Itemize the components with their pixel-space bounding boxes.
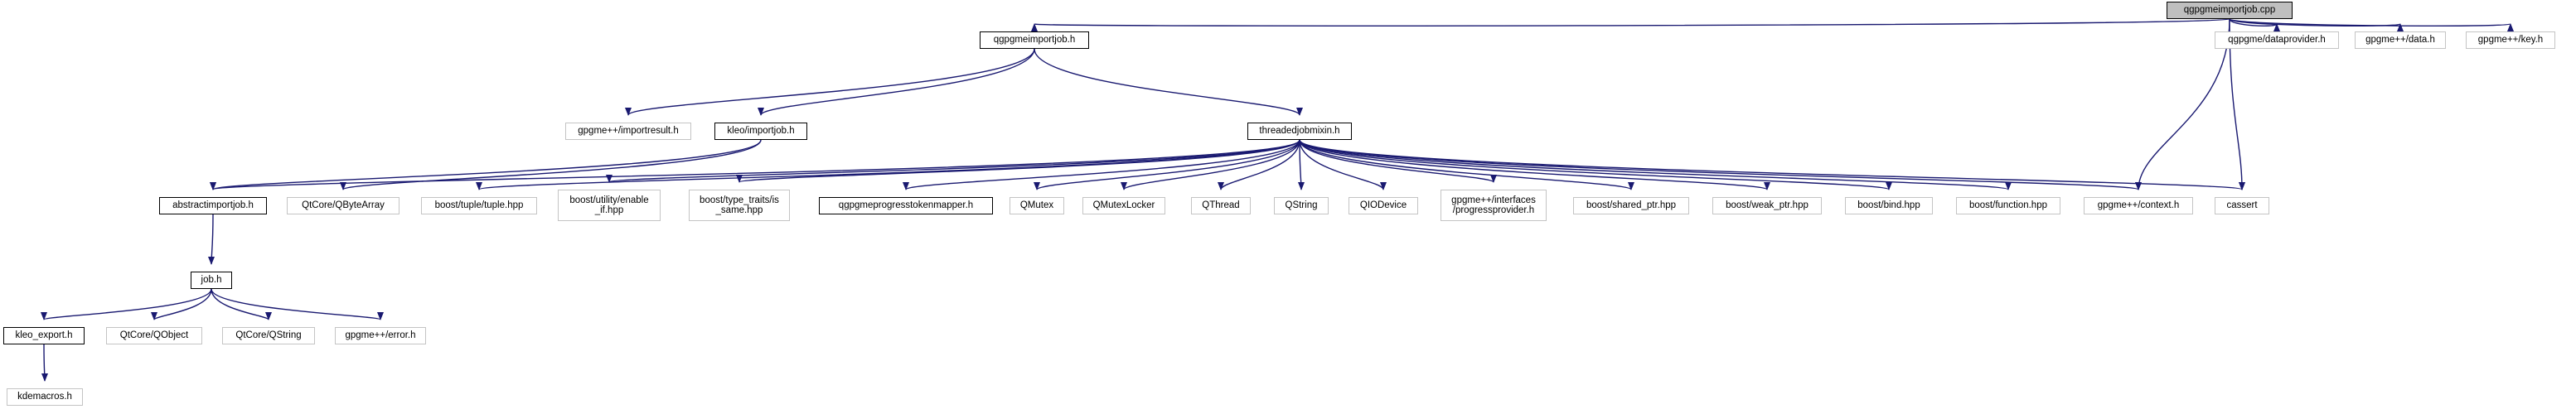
graph-edge-n7-n12 (736, 139, 1300, 183)
graph-edge-n7-n25 (1299, 139, 2245, 190)
graph-node-n19[interactable]: gpgme++/interfaces /progressprovider.h (1441, 190, 1547, 221)
graph-edge-n0-n24 (2135, 18, 2230, 190)
graph-node-n6[interactable]: kleo/importjob.h (714, 123, 807, 140)
graph-node-n4[interactable]: qgpgmeimportjob.h (980, 31, 1089, 49)
graph-edge-n7-n21 (1299, 139, 1770, 190)
graph-edge-n27-n31 (41, 344, 48, 382)
graph-node-n16[interactable]: QThread (1191, 197, 1251, 214)
graph-edge-n7-n17 (1297, 139, 1305, 190)
graph-edge-n7-n8 (211, 139, 1300, 190)
graph-node-n9[interactable]: QtCore/QByteArray (287, 197, 399, 214)
graph-node-n26[interactable]: job.h (191, 272, 232, 289)
graph-node-n2[interactable]: gpgme++/data.h (2355, 31, 2446, 49)
graph-edge-n26-n28 (151, 288, 212, 320)
graph-node-n20[interactable]: boost/shared_ptr.hpp (1573, 197, 1689, 214)
graph-edge-n4-n6 (758, 48, 1035, 116)
graph-edge-n6-n8 (210, 139, 762, 190)
graph-edge-n8-n26 (208, 214, 215, 265)
graph-edge-n7-n15 (1121, 139, 1300, 190)
graph-edge-n4-n7 (1034, 48, 1303, 116)
graph-node-n24[interactable]: gpgme++/context.h (2084, 197, 2193, 214)
graph-edge-n0-n25 (2229, 18, 2245, 190)
graph-node-n11[interactable]: boost/utility/enable _if.hpp (558, 190, 661, 221)
graph-node-n15[interactable]: QMutexLocker (1082, 197, 1165, 214)
graph-edge-n7-n14 (1034, 139, 1300, 190)
graph-node-n8[interactable]: abstractimportjob.h (159, 197, 267, 214)
graph-edge-n7-n20 (1299, 139, 1634, 190)
graph-edge-n26-n29 (211, 288, 272, 320)
graph-node-n25[interactable]: cassert (2215, 197, 2269, 214)
graph-edge-n0-n3 (2229, 18, 2514, 32)
graph-edge-n7-n23 (1299, 139, 2012, 190)
graph-node-n5[interactable]: gpgme++/importresult.h (565, 123, 691, 140)
graph-edge-n7-n10 (476, 139, 1300, 190)
graph-edge-n7-n13 (903, 139, 1300, 190)
graph-edge-n4-n5 (625, 48, 1035, 116)
graph-node-n21[interactable]: boost/weak_ptr.hpp (1712, 197, 1822, 214)
graph-node-n10[interactable]: boost/tuple/tuple.hpp (421, 197, 537, 214)
graph-edge-n7-n19 (1299, 139, 1497, 183)
graph-node-n12[interactable]: boost/type_traits/is _same.hpp (689, 190, 790, 221)
graph-node-n22[interactable]: boost/bind.hpp (1845, 197, 1933, 214)
graph-node-n0[interactable]: qgpgmeimportjob.cpp (2167, 2, 2293, 19)
graph-edge-n7-n24 (1299, 139, 2142, 190)
graph-node-n23[interactable]: boost/function.hpp (1956, 197, 2060, 214)
graph-node-n31[interactable]: kdemacros.h (7, 388, 83, 406)
graph-node-n27[interactable]: kleo_export.h (3, 327, 85, 344)
graph-node-n14[interactable]: QMutex (1010, 197, 1064, 214)
graph-edge-n7-n22 (1299, 139, 1892, 190)
graph-node-n17[interactable]: QString (1274, 197, 1329, 214)
graph-node-n13[interactable]: qgpgmeprogresstokenmapper.h (819, 197, 993, 214)
graph-node-n29[interactable]: QtCore/QString (222, 327, 315, 344)
graph-node-n1[interactable]: qgpgme/dataprovider.h (2215, 31, 2339, 49)
graph-node-n30[interactable]: gpgme++/error.h (335, 327, 426, 344)
graph-edge-n6-n9 (340, 139, 762, 190)
graph-edge-n7-n18 (1299, 139, 1387, 190)
graph-edge-n7-n16 (1218, 139, 1300, 190)
graph-node-n7[interactable]: threadedjobmixin.h (1247, 123, 1352, 140)
graph-edge-n0-n4 (1033, 18, 2230, 32)
graph-node-n18[interactable]: QIODevice (1349, 197, 1418, 214)
graph-edge-n26-n30 (211, 288, 384, 320)
graph-node-n3[interactable]: gpgme++/key.h (2466, 31, 2555, 49)
graph-node-n28[interactable]: QtCore/QObject (106, 327, 202, 344)
graph-edge-n26-n27 (41, 288, 212, 320)
graph-edge-n7-n11 (606, 139, 1300, 183)
